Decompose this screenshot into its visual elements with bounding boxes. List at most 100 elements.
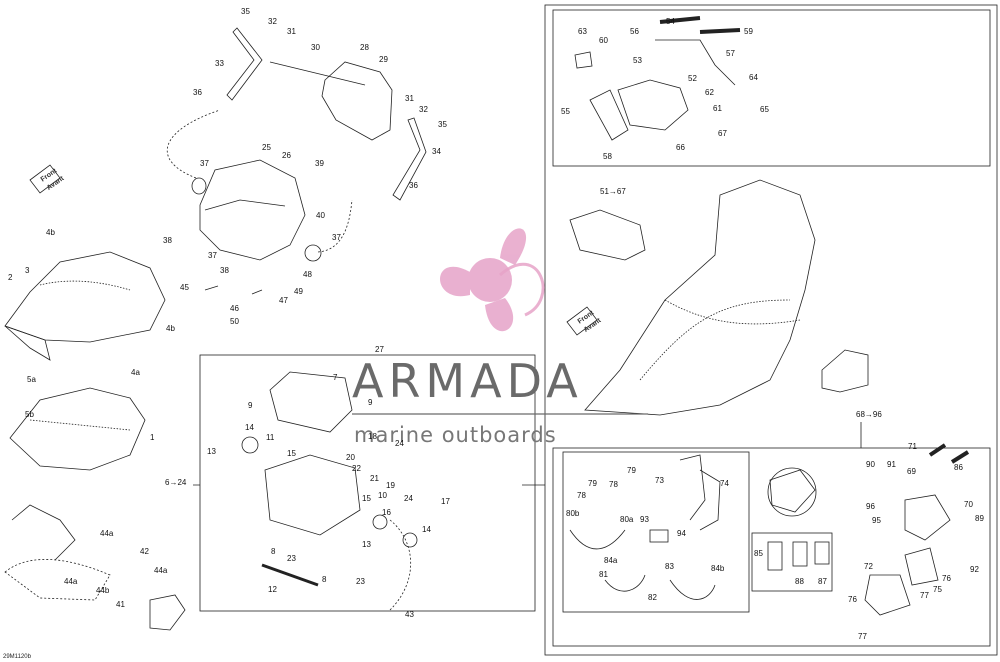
callout: 72 [864, 562, 873, 571]
callout: 37 [332, 233, 341, 242]
callout: 51→67 [600, 187, 626, 196]
callout: 5a [27, 375, 36, 384]
bracket-34 [392, 117, 427, 201]
callout: 88 [795, 577, 804, 586]
handle-kit-frame [552, 9, 991, 167]
wiring-harness [569, 529, 716, 600]
callout: 53 [633, 56, 642, 65]
callout: 80a [620, 515, 634, 524]
callout: 10 [378, 491, 387, 500]
callout: 4b [166, 324, 175, 333]
callout: 7 [333, 373, 338, 382]
callout: 48 [303, 270, 312, 279]
callout: 90 [866, 460, 875, 469]
callout: 27 [375, 345, 384, 354]
handle-53 [617, 79, 689, 131]
watermark-logo [440, 228, 527, 332]
callout: 91 [887, 460, 896, 469]
grips-71-86 [928, 443, 970, 464]
callout: 76 [848, 595, 857, 604]
callout: 50 [230, 317, 239, 326]
watermark-tagline: marine outboards [354, 423, 557, 447]
callout: 13 [362, 540, 371, 549]
callout: 52 [688, 74, 697, 83]
callout: 5b [25, 410, 34, 419]
callout: 31 [287, 27, 296, 36]
callout: 35 [241, 7, 250, 16]
switch-87 [814, 541, 830, 565]
callout: 1 [150, 433, 155, 442]
callout: 17 [441, 497, 450, 506]
callout: 62 [705, 88, 714, 97]
callout: 26 [282, 151, 291, 160]
callout: 3 [25, 266, 30, 275]
callout: 44b [96, 586, 110, 595]
callout: 9 [368, 398, 373, 407]
strip-12 [261, 563, 319, 587]
callout: 43 [405, 610, 414, 619]
callout: 75 [933, 585, 942, 594]
callout: 8 [322, 575, 327, 584]
callout: 20 [346, 453, 355, 462]
rod-30 [269, 61, 366, 86]
callout: 22 [352, 464, 361, 473]
callout: 40 [316, 211, 325, 220]
callout: 9 [248, 401, 253, 410]
mount-72 [864, 574, 911, 616]
callout: 4b [46, 228, 55, 237]
callout: 79 [627, 466, 636, 475]
callout: 6→24 [165, 478, 187, 487]
latch-41 [149, 594, 186, 631]
box-15 [264, 454, 361, 536]
grip-74 [699, 469, 721, 531]
bezel-37-right [304, 244, 322, 262]
callout: 33 [215, 59, 224, 68]
callout: 11 [266, 433, 275, 442]
grip-73 [679, 454, 706, 521]
cover-left-bottom [11, 504, 76, 561]
callout: 24 [404, 494, 413, 503]
callout: 79 [588, 479, 597, 488]
detail-circle-part [769, 469, 816, 513]
callout: 32 [268, 17, 277, 26]
callout: 56 [630, 27, 639, 36]
bracket-75 [904, 547, 939, 586]
callout: 38 [220, 266, 229, 275]
wire-57 [655, 39, 736, 86]
callout: 86 [954, 463, 963, 472]
callout: 21 [370, 474, 379, 483]
callout: 25 [262, 143, 271, 152]
figure-code: 29M1120b [3, 654, 31, 660]
callout: 35 [438, 120, 447, 129]
callout: 47 [279, 296, 288, 305]
callout: 2 [8, 273, 13, 282]
callout: 66 [676, 143, 685, 152]
callout: 45 [180, 283, 189, 292]
callout: 46 [230, 304, 239, 313]
callout: 29 [379, 55, 388, 64]
callout: 16 [382, 508, 391, 517]
callout: 95 [872, 516, 881, 525]
main-seat [584, 179, 816, 416]
callout: 14 [422, 525, 431, 534]
bracket-33 [226, 27, 263, 101]
callout: 84b [711, 564, 725, 573]
callout: 36 [409, 181, 418, 190]
front-arrow-right [566, 306, 598, 336]
module-93 [649, 529, 669, 543]
callout: 31 [405, 94, 414, 103]
callout: 74 [720, 479, 729, 488]
callout: 71 [908, 442, 917, 451]
backrest-cover-28 [321, 61, 393, 141]
callout: 30 [311, 43, 320, 52]
seat-2 [4, 251, 166, 343]
connector-lines [193, 422, 862, 486]
callout: 63 [578, 27, 587, 36]
callout: 32 [419, 105, 428, 114]
callout: 94 [677, 529, 686, 538]
seat-base-1 [9, 387, 146, 471]
storage-box-frame [199, 354, 536, 612]
seal-14-right [402, 532, 418, 548]
callout: 55 [561, 107, 570, 116]
